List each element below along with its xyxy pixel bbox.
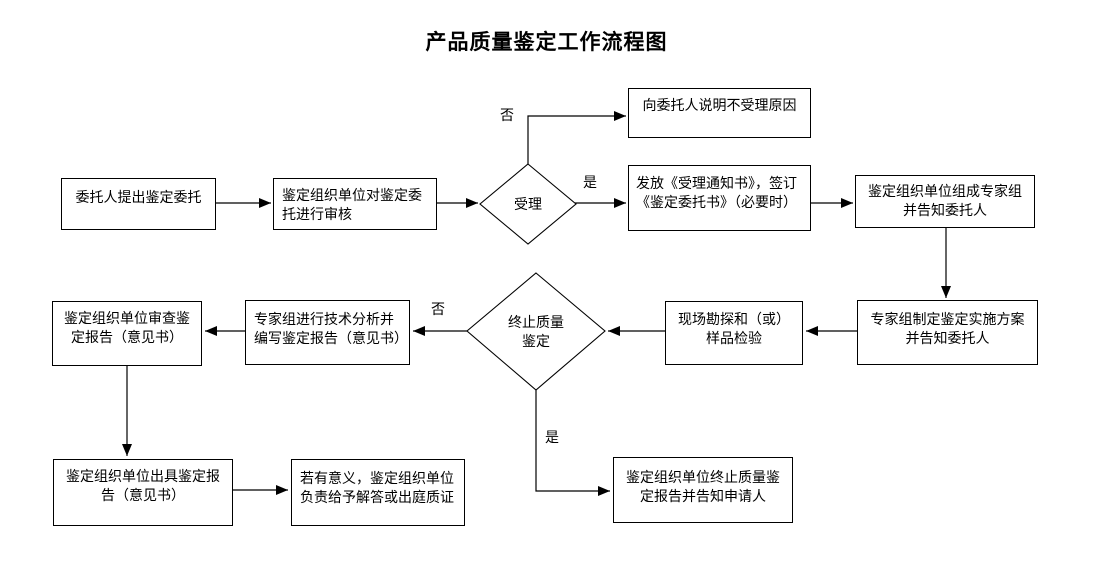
node-explain-rejection: 向委托人说明不受理原因 <box>628 88 811 138</box>
node-text: 鉴定组织单位组成专家组 <box>868 183 1022 199</box>
connector-accept-no-to-rejection <box>527 111 626 164</box>
node-text: 告（意见书） <box>101 487 185 503</box>
node-org-review: 鉴定组织单位对鉴定委 托进行审核 <box>273 178 437 230</box>
node-text: 托进行审核 <box>282 206 352 222</box>
node-text: 现场勘探和（或） <box>678 311 790 327</box>
node-text: 定报告（意见书） <box>71 329 183 345</box>
node-text: 委托人提出鉴定委托 <box>75 189 202 205</box>
node-text: 鉴定组织单位审查鉴 <box>64 310 190 326</box>
node-text: 向委托人说明不受理原因 <box>642 97 797 113</box>
node-text: 鉴定 <box>522 332 550 349</box>
accept-decision-diamond <box>479 163 577 245</box>
node-text: 终止质量 <box>508 313 564 330</box>
node-tech-analysis: 专家组进行技术分析并 编写鉴定报告（意见书） <box>245 300 410 365</box>
node-client-request: 委托人提出鉴定委托 <box>61 178 216 230</box>
node-form-expert-group: 鉴定组织单位组成专家组 并告知委托人 <box>855 175 1035 228</box>
node-text: 专家组制定鉴定实施方案 <box>870 311 1025 327</box>
node-text: 负责给予解答或出庭质证 <box>300 489 454 505</box>
node-site-survey: 现场勘探和（或） 样品检验 <box>665 301 803 365</box>
node-issue-notice: 发放《受理通知书》，签订 《鉴定委托书》（必要时） <box>628 165 811 231</box>
node-text: 鉴定组织单位对鉴定委 <box>282 187 422 203</box>
node-issue-report: 鉴定组织单位出具鉴定报 告（意见书） <box>53 459 233 526</box>
node-terminate-decision: 终止质量 鉴定 <box>467 273 605 390</box>
edge-label-no-top: 否 <box>500 107 514 123</box>
node-text: 受理 <box>514 195 542 212</box>
node-text: 并告知委托人 <box>903 202 987 218</box>
edge-label-yes-top: 是 <box>583 174 597 190</box>
node-review-report: 鉴定组织单位审查鉴 定报告（意见书） <box>52 301 202 366</box>
node-text: 《鉴定委托书》（必要时） <box>636 194 797 210</box>
terminate-decision-diamond <box>466 272 606 391</box>
page-title: 产品质量鉴定工作流程图 <box>425 31 668 54</box>
node-text: 定报告并告知申请人 <box>640 488 766 504</box>
node-text: 发放《受理通知书》，签订 <box>636 175 797 191</box>
node-answer-or-court: 若有意义，鉴定组织单位 负责给予解答或出庭质证 <box>291 459 465 526</box>
node-terminate-report: 鉴定组织单位终止质量鉴 定报告并告知申请人 <box>613 457 793 523</box>
node-make-plan: 专家组制定鉴定实施方案 并告知委托人 <box>857 300 1038 365</box>
connector-terminate-yes-to-terminate-report <box>535 390 610 496</box>
edge-label-yes-mid: 是 <box>545 429 559 445</box>
node-text: 样品检验 <box>706 330 762 346</box>
node-text: 编写鉴定报告（意见书） <box>254 330 408 346</box>
node-text: 并告知委托人 <box>905 330 990 346</box>
edge-label-no-mid: 否 <box>431 301 445 317</box>
node-text: 鉴定组织单位出具鉴定报 <box>66 468 220 484</box>
node-text: 鉴定组织单位终止质量鉴 <box>626 469 780 485</box>
node-accept-decision: 受理 <box>480 164 576 244</box>
node-text: 专家组进行技术分析并 <box>254 311 394 327</box>
node-text: 若有意义，鉴定组织单位 <box>300 470 454 486</box>
